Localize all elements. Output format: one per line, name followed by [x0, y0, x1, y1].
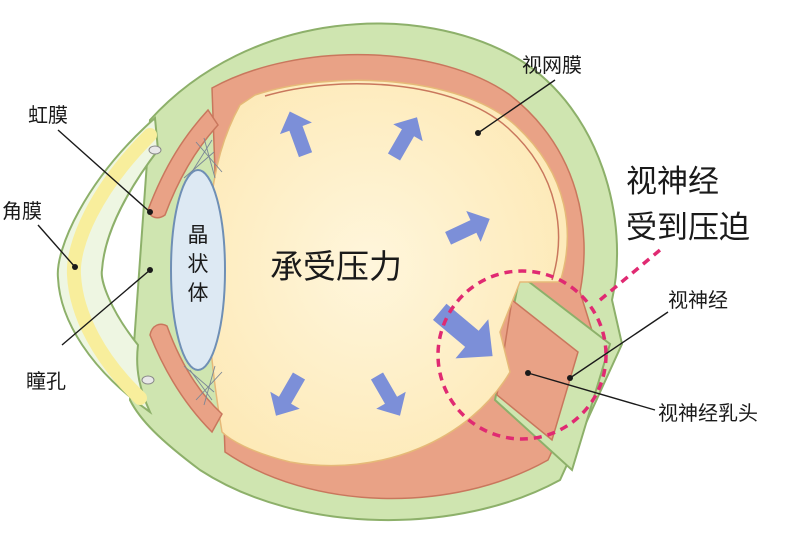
label-pressure-center: 承受压力 — [270, 247, 402, 286]
label-pupil: 瞳孔 — [26, 369, 66, 393]
leader-dot-iris — [147, 209, 153, 215]
pressure-arrow-down-left — [270, 372, 306, 416]
label-optic-disc: 视神经乳头 — [658, 401, 758, 425]
leader-pupil — [61, 269, 151, 346]
label-compression-line-2: 受到压迫 — [626, 210, 750, 246]
schlemm-canal-top — [148, 145, 162, 155]
leader-dot-retina — [475, 130, 481, 136]
label-lens-char-3: 体 — [188, 281, 209, 305]
leader-iris — [57, 129, 151, 213]
leader-optic-nerve — [569, 311, 669, 379]
leader-optic-disc — [527, 372, 656, 411]
schlemm-canal-bottom — [141, 375, 155, 385]
label-iris: 虹膜 — [28, 103, 68, 127]
label-cornea: 角膜 — [2, 199, 42, 223]
leader-cornea — [37, 224, 76, 268]
pressure-arrow-down — [370, 372, 406, 416]
label-retina: 视网膜 — [522, 53, 582, 77]
cornea-strip — [66, 128, 157, 405]
leader-dot-pupil — [147, 267, 153, 273]
leader-dot-optic-nerve — [567, 375, 573, 381]
label-optic-nerve: 视神经 — [668, 288, 728, 312]
pressure-arrow-up-left — [279, 111, 313, 158]
label-lens-char-2: 状 — [188, 252, 209, 276]
pressure-arrow-up-right — [387, 117, 423, 161]
leader-retina — [477, 79, 556, 134]
label-compression-line-1: 视神经 — [626, 164, 719, 200]
pressure-arrows — [270, 111, 493, 416]
lens — [170, 169, 226, 371]
pressure-arrow-right — [445, 211, 490, 245]
label-lens-char-1: 晶 — [188, 223, 209, 247]
iris-upper — [147, 108, 219, 219]
retina — [264, 83, 560, 281]
iris-lower — [149, 323, 223, 434]
leader-dot-optic-disc — [525, 370, 531, 376]
leader-dots — [72, 130, 573, 381]
leader-lines — [37, 79, 669, 411]
optic-disc-highlight-circle — [436, 269, 608, 441]
leader-dot-cornea — [72, 264, 78, 270]
ciliary-zonules — [183, 137, 223, 406]
pressure-arrow-down-right — [432, 303, 493, 359]
